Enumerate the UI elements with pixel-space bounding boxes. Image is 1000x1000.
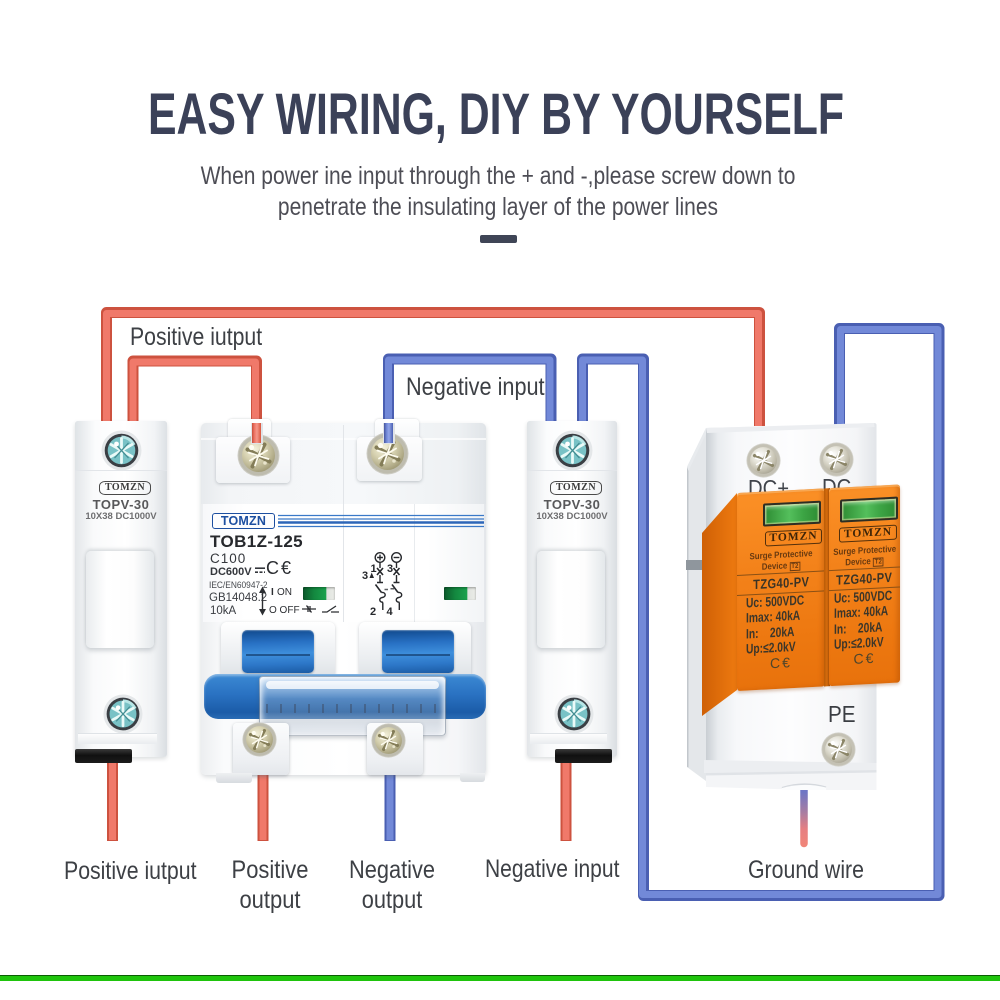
svg-text:O OFF: O OFF bbox=[269, 605, 300, 616]
svg-text:3: 3 bbox=[362, 570, 368, 582]
svg-text:3: 3 bbox=[387, 563, 393, 575]
svg-text:I: I bbox=[271, 587, 274, 598]
svg-text:4: 4 bbox=[387, 606, 394, 618]
svg-text:2: 2 bbox=[370, 606, 376, 618]
svg-text:1: 1 bbox=[371, 563, 377, 575]
svg-text:ON: ON bbox=[277, 587, 292, 598]
